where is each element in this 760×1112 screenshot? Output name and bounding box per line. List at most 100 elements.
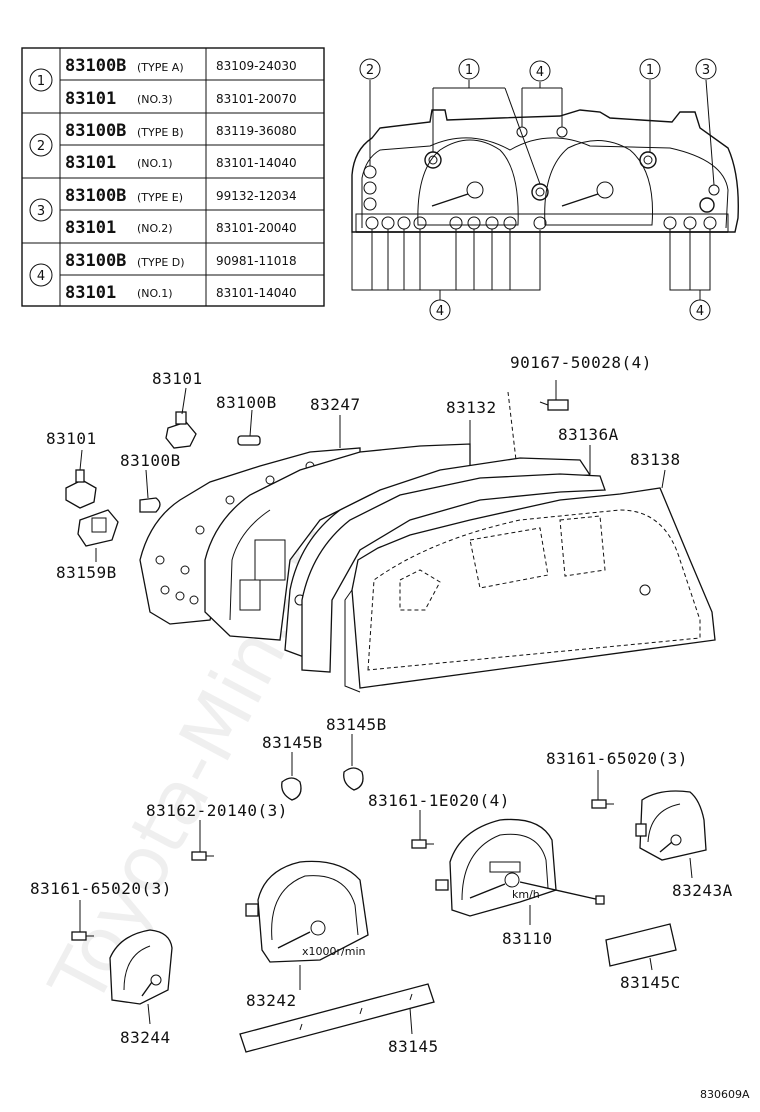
row-number: 99132-12034 — [216, 189, 297, 203]
row-number: 83119-36080 — [216, 124, 297, 138]
label-83244: 83244 — [120, 1028, 171, 1047]
row-part: 83100B — [65, 121, 126, 141]
diagram-code: 830609A — [700, 1088, 750, 1101]
inset-callout-4-top: 4 — [529, 60, 551, 82]
label-83162-20140: 83162-20140(3) — [146, 801, 288, 820]
label-83101-top: 83101 — [152, 369, 203, 388]
cap-83145b-right — [343, 767, 364, 791]
cluster-rear-view-inset: 2 1 4 1 3 4 4 — [351, 58, 739, 321]
row-note: (TYPE B) — [137, 126, 184, 139]
label-83242: 83242 — [246, 991, 297, 1010]
inset-callout-4-right: 4 — [689, 299, 711, 321]
label-83136a: 83136A — [558, 425, 619, 444]
inset-callout-1-left-number: 1 — [465, 63, 473, 78]
screw-83161-1e020 — [411, 839, 434, 849]
inset-callout-2: 2 — [359, 58, 381, 80]
row-number: 83101-14040 — [216, 156, 297, 170]
gauge-parts: km/h x1000r/min — [71, 734, 707, 1053]
row-part: 83100B — [65, 251, 126, 271]
strip-83145 — [239, 983, 435, 1053]
row-number: 90981-11018 — [216, 254, 297, 268]
row-part: 83101 — [65, 89, 116, 109]
socket-83101-left — [65, 469, 97, 509]
cap-83145b-left — [281, 777, 302, 801]
label-83101-left: 83101 — [46, 429, 97, 448]
inset-callout-3-number: 3 — [702, 63, 710, 78]
tachometer-unit-mark: x1000r/min — [302, 945, 366, 958]
socket-83101-top — [165, 411, 197, 449]
inset-callout-1-right: 1 — [639, 58, 661, 80]
table-group-2-number: 2 — [37, 139, 45, 154]
plate-83145c — [605, 923, 677, 967]
row-number: 83101-20070 — [216, 92, 297, 106]
label-83247: 83247 — [310, 395, 361, 414]
row-note: (TYPE E) — [137, 191, 183, 204]
table-group-1: 1 — [29, 68, 53, 92]
table-row: 83101 (NO.1) 83101-14040 — [65, 283, 297, 303]
label-83145: 83145 — [388, 1037, 439, 1056]
gauge-83244 — [109, 929, 173, 1005]
row-number: 83109-24030 — [216, 59, 297, 73]
row-part: 83100B — [65, 56, 126, 76]
label-83100b-left: 83100B — [120, 451, 181, 470]
speedometer-83110: km/h — [435, 818, 605, 917]
table-row: 83100B (TYPE E) 99132-12034 — [65, 186, 297, 206]
speedometer-unit-mark: km/h — [512, 888, 540, 901]
gauge-83243a — [635, 790, 707, 861]
table-group-4: 4 — [29, 263, 53, 287]
table-group-2: 2 — [29, 133, 53, 157]
label-83145c: 83145C — [620, 973, 681, 992]
row-part: 83101 — [65, 283, 116, 303]
label-83161-65020-right: 83161-65020(3) — [546, 749, 688, 768]
row-note: (TYPE D) — [137, 256, 185, 269]
label-90167-50028: 90167-50028(4) — [510, 353, 652, 372]
table-row: 83101 (NO.1) 83101-14040 — [65, 153, 297, 173]
row-note: (NO.1) — [137, 157, 173, 170]
label-83161-1e020: 83161-1E020(4) — [368, 791, 510, 810]
tachometer-83242: x1000r/min — [245, 860, 369, 963]
label-83161-65020-left: 83161-65020(3) — [30, 879, 172, 898]
inset-callout-4-right-number: 4 — [696, 304, 704, 319]
label-83110: 83110 — [502, 929, 553, 948]
label-83132: 83132 — [446, 398, 497, 417]
part-number-labels: 83101 83100B 83247 90167-50028(4) 83132 … — [30, 353, 733, 1056]
bottom-sockets — [365, 216, 717, 230]
row-note: (NO.2) — [137, 222, 173, 235]
inset-callout-2-number: 2 — [366, 63, 374, 78]
inset-callout-3: 3 — [695, 58, 717, 80]
label-83159b: 83159B — [56, 563, 117, 582]
inset-callout-1-left: 1 — [458, 58, 480, 80]
bulb-parts-table: 1 2 3 4 83100B (TYPE A) 83109-24030 8310… — [21, 47, 325, 307]
label-83243a: 83243A — [672, 881, 733, 900]
label-83145b-right: 83145B — [326, 715, 387, 734]
row-note: (NO.3) — [137, 93, 173, 106]
table-group-4-number: 4 — [37, 269, 45, 284]
inset-callout-4-left: 4 — [429, 299, 451, 321]
inset-callout-4-left-number: 4 — [436, 304, 444, 319]
table-row: 83100B (TYPE A) 83109-24030 — [65, 56, 297, 76]
holder-83159b — [77, 509, 119, 547]
table-group-3: 3 — [29, 198, 53, 222]
label-83138: 83138 — [630, 450, 681, 469]
row-part: 83101 — [65, 218, 116, 238]
bulb-socket-1-center — [531, 183, 549, 201]
row-note: (TYPE A) — [137, 61, 184, 74]
table-group-1-number: 1 — [37, 74, 45, 89]
inset-callout-1-right-number: 1 — [646, 63, 654, 78]
row-number: 83101-20040 — [216, 221, 297, 235]
exploded-cluster-assembly — [65, 380, 716, 693]
screw-83162-20140 — [191, 851, 214, 861]
label-83100b-top: 83100B — [216, 393, 277, 412]
bulb-83100b-top — [237, 435, 261, 446]
inset-callout-4-top-number: 4 — [536, 65, 544, 80]
screw-90167-50028 — [539, 399, 569, 411]
row-part: 83100B — [65, 186, 126, 206]
bulb-83100b-left — [139, 497, 161, 513]
table-row: 83100B (TYPE B) 83119-36080 — [65, 121, 297, 141]
table-group-3-number: 3 — [37, 204, 45, 219]
table-row: 83101 (NO.3) 83101-20070 — [65, 89, 297, 109]
bulb-socket-1-left — [424, 151, 442, 169]
label-83145b-left: 83145B — [262, 733, 323, 752]
screw-83161-65020-left — [71, 931, 94, 941]
